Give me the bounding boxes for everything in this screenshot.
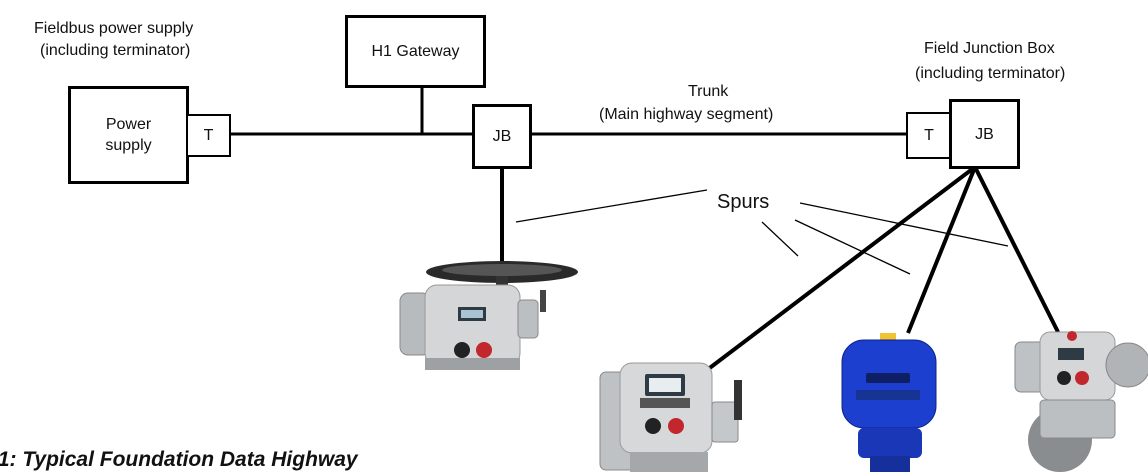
trunk-label-line2: (Main highway segment) [599,106,774,123]
junction-box-right: JB [949,99,1020,169]
spurs-pointer-2 [761,221,799,257]
fieldbus-supply-label-line1: Fieldbus power supply [34,20,194,37]
spurs-pointer-1 [515,189,708,223]
actuator-blue-icon [841,333,937,472]
fjb-label-line1: Field Junction Box [924,40,1055,57]
fieldbus-supply-label-line2: (including terminator) [40,42,191,59]
actuator-crank-icon [599,362,742,472]
power-supply-box: Power supply [68,86,189,184]
trunk-label-line1: Trunk [688,83,729,100]
terminator-box-right: T [906,112,952,159]
h1-gateway-box: H1 Gateway [345,15,486,88]
junction-box-left: JB [472,104,532,169]
fjb-label-line2: (including terminator) [915,65,1066,82]
actuator-gearbox-icon [1014,331,1148,472]
spur-cable-1 [705,165,977,372]
actuator-handwheel-icon [399,261,578,370]
spur-cable-3 [973,166,1060,333]
power-supply-label-line1: Power [105,116,152,133]
terminator-box-left: T [186,114,231,157]
spur-cable-2 [906,166,977,334]
spurs-pointer-3 [794,219,911,275]
power-supply-label-line2: supply [105,137,152,154]
figure-caption: .1: Typical Foundation Data Highway [0,448,358,471]
spurs-label: Spurs [717,191,770,213]
spurs-pointer-4 [799,202,1009,247]
